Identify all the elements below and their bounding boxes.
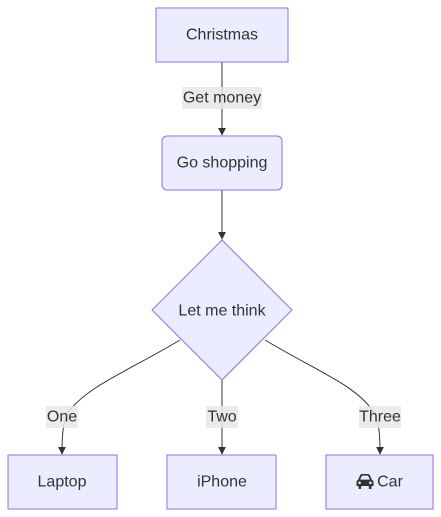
node-go-shopping: Go shopping xyxy=(161,135,283,191)
node-christmas: Christmas xyxy=(155,7,289,63)
node-iphone: iPhone xyxy=(166,454,277,510)
node-label: Laptop xyxy=(38,474,87,491)
node-decision: Let me think xyxy=(151,239,293,381)
node-label: Car xyxy=(377,474,403,491)
edge-label-two: Two xyxy=(206,406,238,428)
node-car: Car xyxy=(325,454,434,510)
edge-label-text: Get money xyxy=(183,90,261,107)
edge-label-get-money: Get money xyxy=(182,87,262,109)
node-label: Let me think xyxy=(178,303,266,320)
edge-decision-car xyxy=(264,339,384,455)
edge-label-text: Three xyxy=(359,409,401,426)
edge-label-one: One xyxy=(46,406,78,428)
edge-label-text: Two xyxy=(207,409,236,426)
car-icon xyxy=(356,474,374,489)
node-label: Christmas xyxy=(186,27,258,44)
edge-label-text: One xyxy=(47,409,77,426)
node-label: iPhone xyxy=(197,474,247,491)
node-laptop: Laptop xyxy=(7,454,118,510)
edge-label-three: Three xyxy=(359,406,401,428)
edge-decision-laptop xyxy=(58,339,181,455)
node-label: Go shopping xyxy=(177,155,268,172)
